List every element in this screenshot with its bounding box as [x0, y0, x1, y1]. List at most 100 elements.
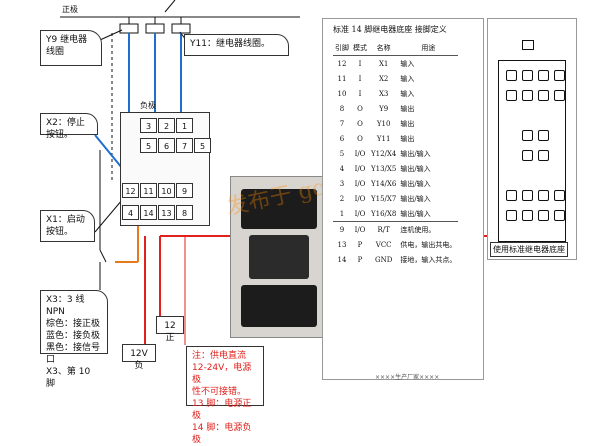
socket-terminal: [554, 70, 565, 81]
pin-cell-mode: O: [357, 119, 363, 128]
pin-cell-name: Y16/X8: [371, 209, 397, 218]
pin-cell-use: 输出/输入: [400, 179, 431, 188]
pin-cell-mode: I/O: [354, 225, 366, 234]
socket-terminal: [522, 190, 533, 201]
pin-cell-mode: O: [357, 104, 363, 113]
relay-pin-11: 11: [140, 183, 157, 198]
pin-cell-mode: I/O: [354, 164, 366, 173]
pin-cell-name: VCC: [375, 240, 392, 249]
pin-cell-name: Y11: [376, 134, 391, 143]
relay-pin-3: 3: [140, 118, 157, 133]
coil-block-2: [145, 23, 165, 34]
x3-line-5: X3、第 10 脚: [46, 367, 91, 389]
pin-cell-pin: 8: [339, 104, 345, 113]
x3-callout: X3：3 线 NPN 棕色：接正极 蓝色：接负极 黑色：接信号口 X3、第 10…: [40, 290, 108, 389]
pin-table-header: 引脚 模式 名称 用途: [333, 40, 459, 56]
pin-cell-pin: 1: [339, 209, 345, 218]
y11-callout: Y11：继电器线圈。: [184, 34, 289, 56]
relay-pin-14: 14: [140, 205, 157, 220]
relay-pin-12: 12: [122, 183, 139, 198]
pin-cell-pin: 9: [339, 225, 345, 234]
pin-cell-mode: I/O: [354, 149, 366, 158]
pin-cell-name: GND: [374, 255, 393, 264]
x3-line-4: 黑色：接信号口: [46, 343, 101, 365]
note-line-4: 13 脚：电源正极: [192, 399, 252, 421]
pin-cell-use: 输出/输入: [400, 209, 431, 218]
socket-terminal: [538, 210, 549, 221]
pin-cell-pin: 2: [339, 194, 345, 203]
header-name: 名称: [369, 40, 399, 56]
socket-terminal: [506, 210, 517, 221]
pin-cell-mode: I: [358, 74, 362, 83]
pin-cell-pin: 10: [337, 89, 347, 98]
relay-pin-13: 13: [158, 205, 175, 220]
socket-key: [522, 40, 534, 50]
pin-cell-pin: 13: [337, 240, 347, 249]
header-use: 用途: [398, 40, 459, 56]
pin-cell-use: 连机使用。: [400, 225, 436, 234]
pin-cell-use: 输出/输入: [400, 194, 431, 203]
socket-terminal: [554, 210, 565, 221]
socket-terminal: [538, 190, 549, 201]
y9-leader: [99, 29, 123, 41]
pin-cell-name: X3: [378, 89, 389, 98]
top-positive-label: 正极: [62, 5, 78, 14]
supply-minus-label: 12V 负: [122, 344, 156, 371]
socket-center: [249, 235, 309, 279]
supply-plus-label: 12 正: [156, 316, 184, 343]
pin-cell-use: 供电，输出共电。: [400, 240, 457, 249]
top-leader: [164, 0, 176, 13]
note-line-2: 12-24V，电源极: [192, 363, 252, 385]
pin-cell-use: 接地，输入共点。: [400, 255, 457, 264]
pin-cell-use: 输出/输入: [400, 164, 431, 173]
socket-terminal: [522, 90, 533, 101]
socket-terminal: [506, 90, 517, 101]
pin-cell-mode: I: [358, 89, 362, 98]
pin-cell-pin: 11: [337, 74, 347, 83]
note-line-3: 性不可接错。: [192, 387, 247, 397]
pin-cell-pin: 5: [339, 149, 345, 158]
pin-table-row: 14 P GND 接地，输入共点。: [333, 252, 458, 267]
relay-socket-photo: [230, 176, 328, 338]
pin-cell-name: X2: [378, 74, 389, 83]
pin-table-title: 标准 14 脚继电器底座 接脚定义: [333, 25, 447, 34]
relay-pin-4: 4: [122, 205, 139, 220]
pin-cell-mode: I/O: [354, 179, 366, 188]
x2-wire: [94, 134, 123, 169]
note-callout: 注：供电直流 12-24V，电源极 性不可接错。 13 脚：电源正极 14 脚：…: [186, 346, 264, 445]
relay-pin-9: 9: [176, 183, 193, 198]
pin-cell-use: 输入: [400, 74, 415, 83]
socket-terminal: [538, 150, 549, 161]
pin-cell-pin: 6: [339, 134, 345, 143]
pin-cell-name: Y14/X6: [371, 179, 397, 188]
socket-terminal: [538, 90, 549, 101]
pin-cell-pin: 14: [337, 255, 347, 264]
socket-terminal: [538, 130, 549, 141]
pin-cell-name: X1: [378, 59, 389, 68]
x3-line-3: 蓝色：接负极: [46, 331, 101, 341]
pin-cell-pin: 4: [339, 164, 345, 173]
socket-terminal: [522, 210, 533, 221]
header-pin: 引脚: [333, 40, 351, 56]
relay-pin-2: 2: [158, 118, 175, 133]
pin-cell-mode: I/O: [354, 209, 366, 218]
relay-pin-10: 10: [158, 183, 175, 198]
pin-cell-mode: I: [358, 59, 362, 68]
relay-pin-5b: 5: [194, 138, 211, 153]
pin-cell-mode: P: [357, 255, 363, 264]
x3-line-2: 棕色：接正极: [46, 319, 101, 329]
socket-terminal: [506, 70, 517, 81]
note-line-5: 14 脚：电源负极: [192, 423, 252, 445]
socket-terminal: [554, 190, 565, 201]
socket-outline: [498, 60, 566, 242]
x1-callout: X1：启动按钮。: [40, 210, 95, 242]
pin-cell-use: 输出/输入: [400, 149, 431, 158]
